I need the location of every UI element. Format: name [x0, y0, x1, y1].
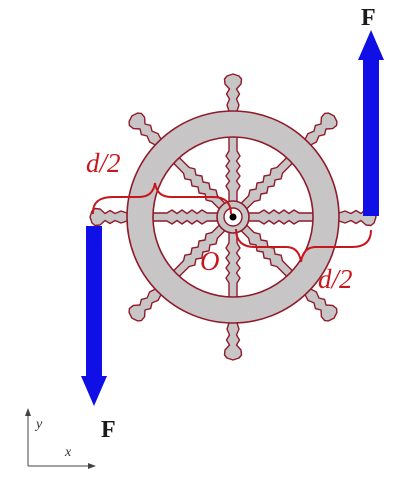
wheel-spoke-6: [128, 112, 228, 212]
axis-x-label: x: [64, 445, 72, 460]
center-label: O: [200, 246, 220, 276]
force-bottom-arrow: [81, 226, 107, 406]
wheel-spoke-4: [128, 222, 228, 322]
wheel-rim: [126, 110, 340, 324]
wheel-spoke-3: [223, 228, 243, 361]
wheel-spoke-1: [244, 207, 377, 227]
half-distance-left-label: d/2: [86, 148, 121, 178]
ship-wheel-icon: [89, 73, 377, 361]
wheel-spoke-7: [223, 73, 243, 206]
pivot-point: [229, 213, 237, 221]
wheel-spoke-5: [89, 207, 222, 227]
force-bottom-label: F: [101, 417, 116, 443]
half-distance-right-label: d/2: [318, 264, 353, 294]
coordinate-axes-icon: [25, 408, 96, 469]
wheel-spoke-8: [238, 112, 338, 212]
force-top-label: F: [361, 5, 376, 31]
force-top-arrow: [358, 30, 384, 216]
brace-right: [235, 228, 372, 263]
brace-left: [91, 182, 232, 215]
axis-y-label: y: [34, 417, 43, 432]
